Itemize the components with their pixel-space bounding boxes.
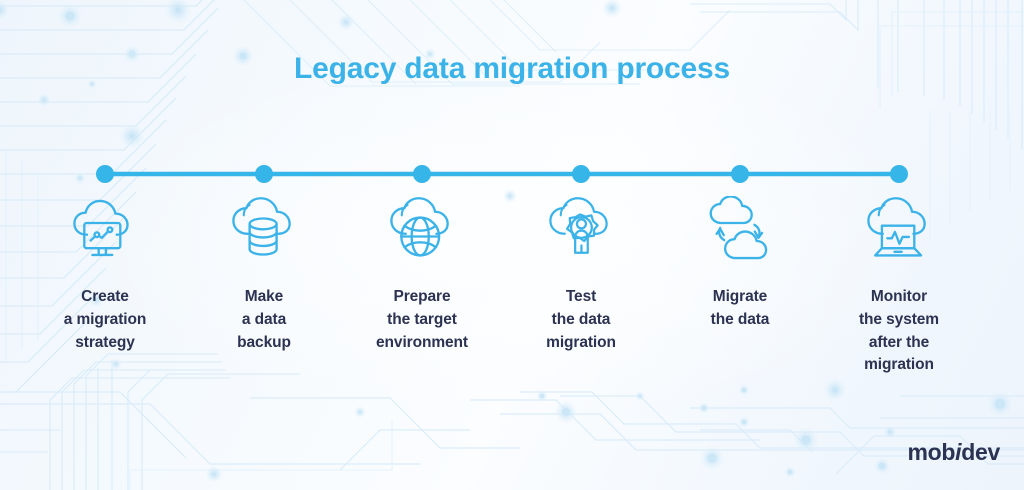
logo-text-part2: dev xyxy=(961,439,1000,465)
mobidev-logo: mobidev xyxy=(907,439,1001,465)
step-create-a-migration-strategy: Create a migration strategy xyxy=(26,196,184,354)
timeline-dot-3 xyxy=(413,165,431,183)
cloud-laptop-pulse-icon xyxy=(867,197,926,257)
step-label: Migrate the data xyxy=(710,288,770,328)
logo-text-part1: mob xyxy=(907,439,956,465)
timeline-dot-2 xyxy=(255,165,273,183)
timeline-dot-6 xyxy=(890,165,908,183)
steps-container: Create a migration strategy Make a data … xyxy=(0,196,1024,396)
step-label: Prepare the target environment xyxy=(376,288,468,351)
logo-text-italic-i: i xyxy=(955,439,962,465)
step-make-a-data-backup: Make a data backup xyxy=(185,196,343,354)
step-test-the-data-migration: Test the data migration xyxy=(502,196,660,354)
step-label: Create a migration strategy xyxy=(63,288,147,351)
step-migrate-the-data: Migrate the data xyxy=(661,196,819,332)
step-monitor-the-system: Monitor the system after the migration xyxy=(820,196,978,377)
timeline-dot-1 xyxy=(96,165,114,183)
cloud-sync-arrows-icon xyxy=(709,196,768,260)
page-title: Legacy data migration process xyxy=(293,52,730,85)
step-prepare-the-target-environment: Prepare the target environment xyxy=(343,196,501,354)
cloud-database-icon xyxy=(232,197,291,256)
timeline-dot-4 xyxy=(572,165,590,183)
cloud-globe-icon xyxy=(390,197,449,257)
timeline-dot-5 xyxy=(731,165,749,183)
step-label: Monitor the system after the migration xyxy=(859,288,939,374)
cloud-gear-person-icon xyxy=(549,197,608,254)
cloud-monitor-chart-icon xyxy=(73,199,129,257)
step-label: Test the data migration xyxy=(546,288,616,351)
step-label: Make a data backup xyxy=(237,288,291,351)
